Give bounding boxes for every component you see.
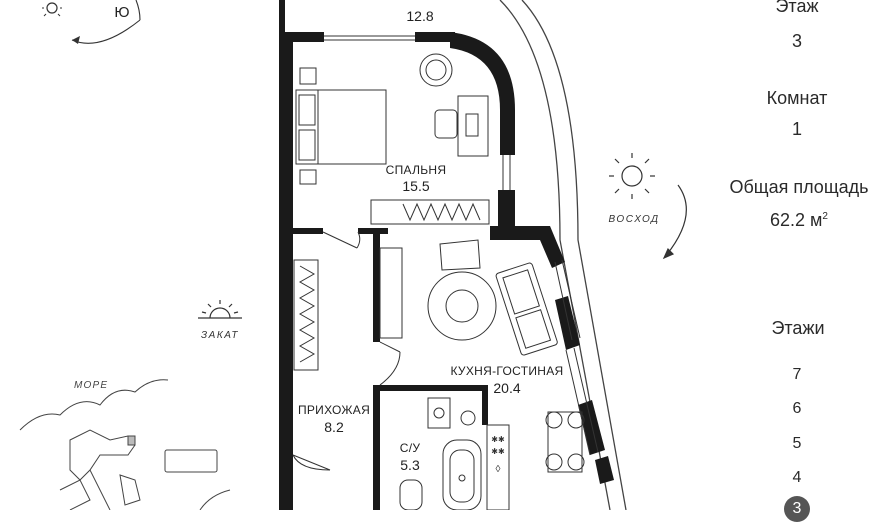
bathroom-area: 5.3 [400, 457, 420, 473]
floor-option-3-selected[interactable]: 3 [784, 496, 810, 522]
svg-text:✱✱: ✱✱ [491, 435, 505, 444]
bedroom-area: 15.5 [402, 178, 430, 194]
coastline-drawing [19, 379, 231, 510]
hallway-wardrobe-icon [293, 259, 319, 371]
bathroom-fixtures [399, 397, 482, 510]
floor-option-6[interactable]: 6 [792, 400, 802, 417]
sunset-icon [198, 300, 242, 319]
floor-plan: ✱✱ ✱✱ ◊ [19, 0, 687, 510]
kitchen-name: КУХНЯ-ГОСТИНАЯ [450, 364, 564, 378]
sunrise-icon [609, 153, 687, 260]
hallway-area: 8.2 [324, 419, 344, 435]
floor-option-5[interactable]: 5 [792, 435, 802, 452]
svg-text:◊: ◊ [496, 464, 501, 475]
total-area-value: 62.2 м2 [770, 210, 828, 231]
sunset-label: ЗАКАТ [201, 330, 239, 341]
floor-option-4[interactable]: 4 [792, 469, 802, 486]
floor-label: Этаж [775, 0, 819, 16]
total-area-number: 62.2 м [770, 210, 823, 230]
balcony-outline [499, 0, 627, 510]
bedroom-door [322, 231, 361, 249]
bed-icon [295, 67, 387, 185]
rooms-label: Комнат [766, 88, 828, 108]
bedroom-name: СПАЛЬНЯ [385, 163, 447, 177]
bathroom-name: С/У [399, 441, 421, 455]
windows [324, 35, 599, 456]
svg-text:✱✱: ✱✱ [491, 447, 505, 456]
sea-label: МОРЕ [74, 380, 109, 391]
desk-icon [419, 53, 489, 157]
kitchen-area: 20.4 [493, 380, 521, 396]
entrance-door [292, 341, 401, 471]
walls [279, 0, 614, 510]
rooms-value: 1 [791, 119, 803, 139]
hallway-name: ПРИХОЖАЯ [297, 403, 371, 417]
balcony-area: 12.8 [406, 8, 434, 24]
wardrobe-icon [370, 199, 490, 225]
sunrise-label: ВОСХОД [608, 214, 660, 225]
area-unit-superscript: 2 [822, 211, 828, 222]
total-area-label: Общая площадь [729, 177, 869, 197]
floor-value: 3 [791, 31, 803, 51]
floors-title: Этажи [771, 318, 825, 338]
floor-option-7[interactable]: 7 [792, 366, 802, 383]
compass-icon [42, 0, 141, 44]
stove-icon: ✱✱ ✱✱ ◊ [486, 424, 510, 510]
compass-south-label: Ю [114, 4, 130, 21]
living-furniture [379, 239, 585, 473]
